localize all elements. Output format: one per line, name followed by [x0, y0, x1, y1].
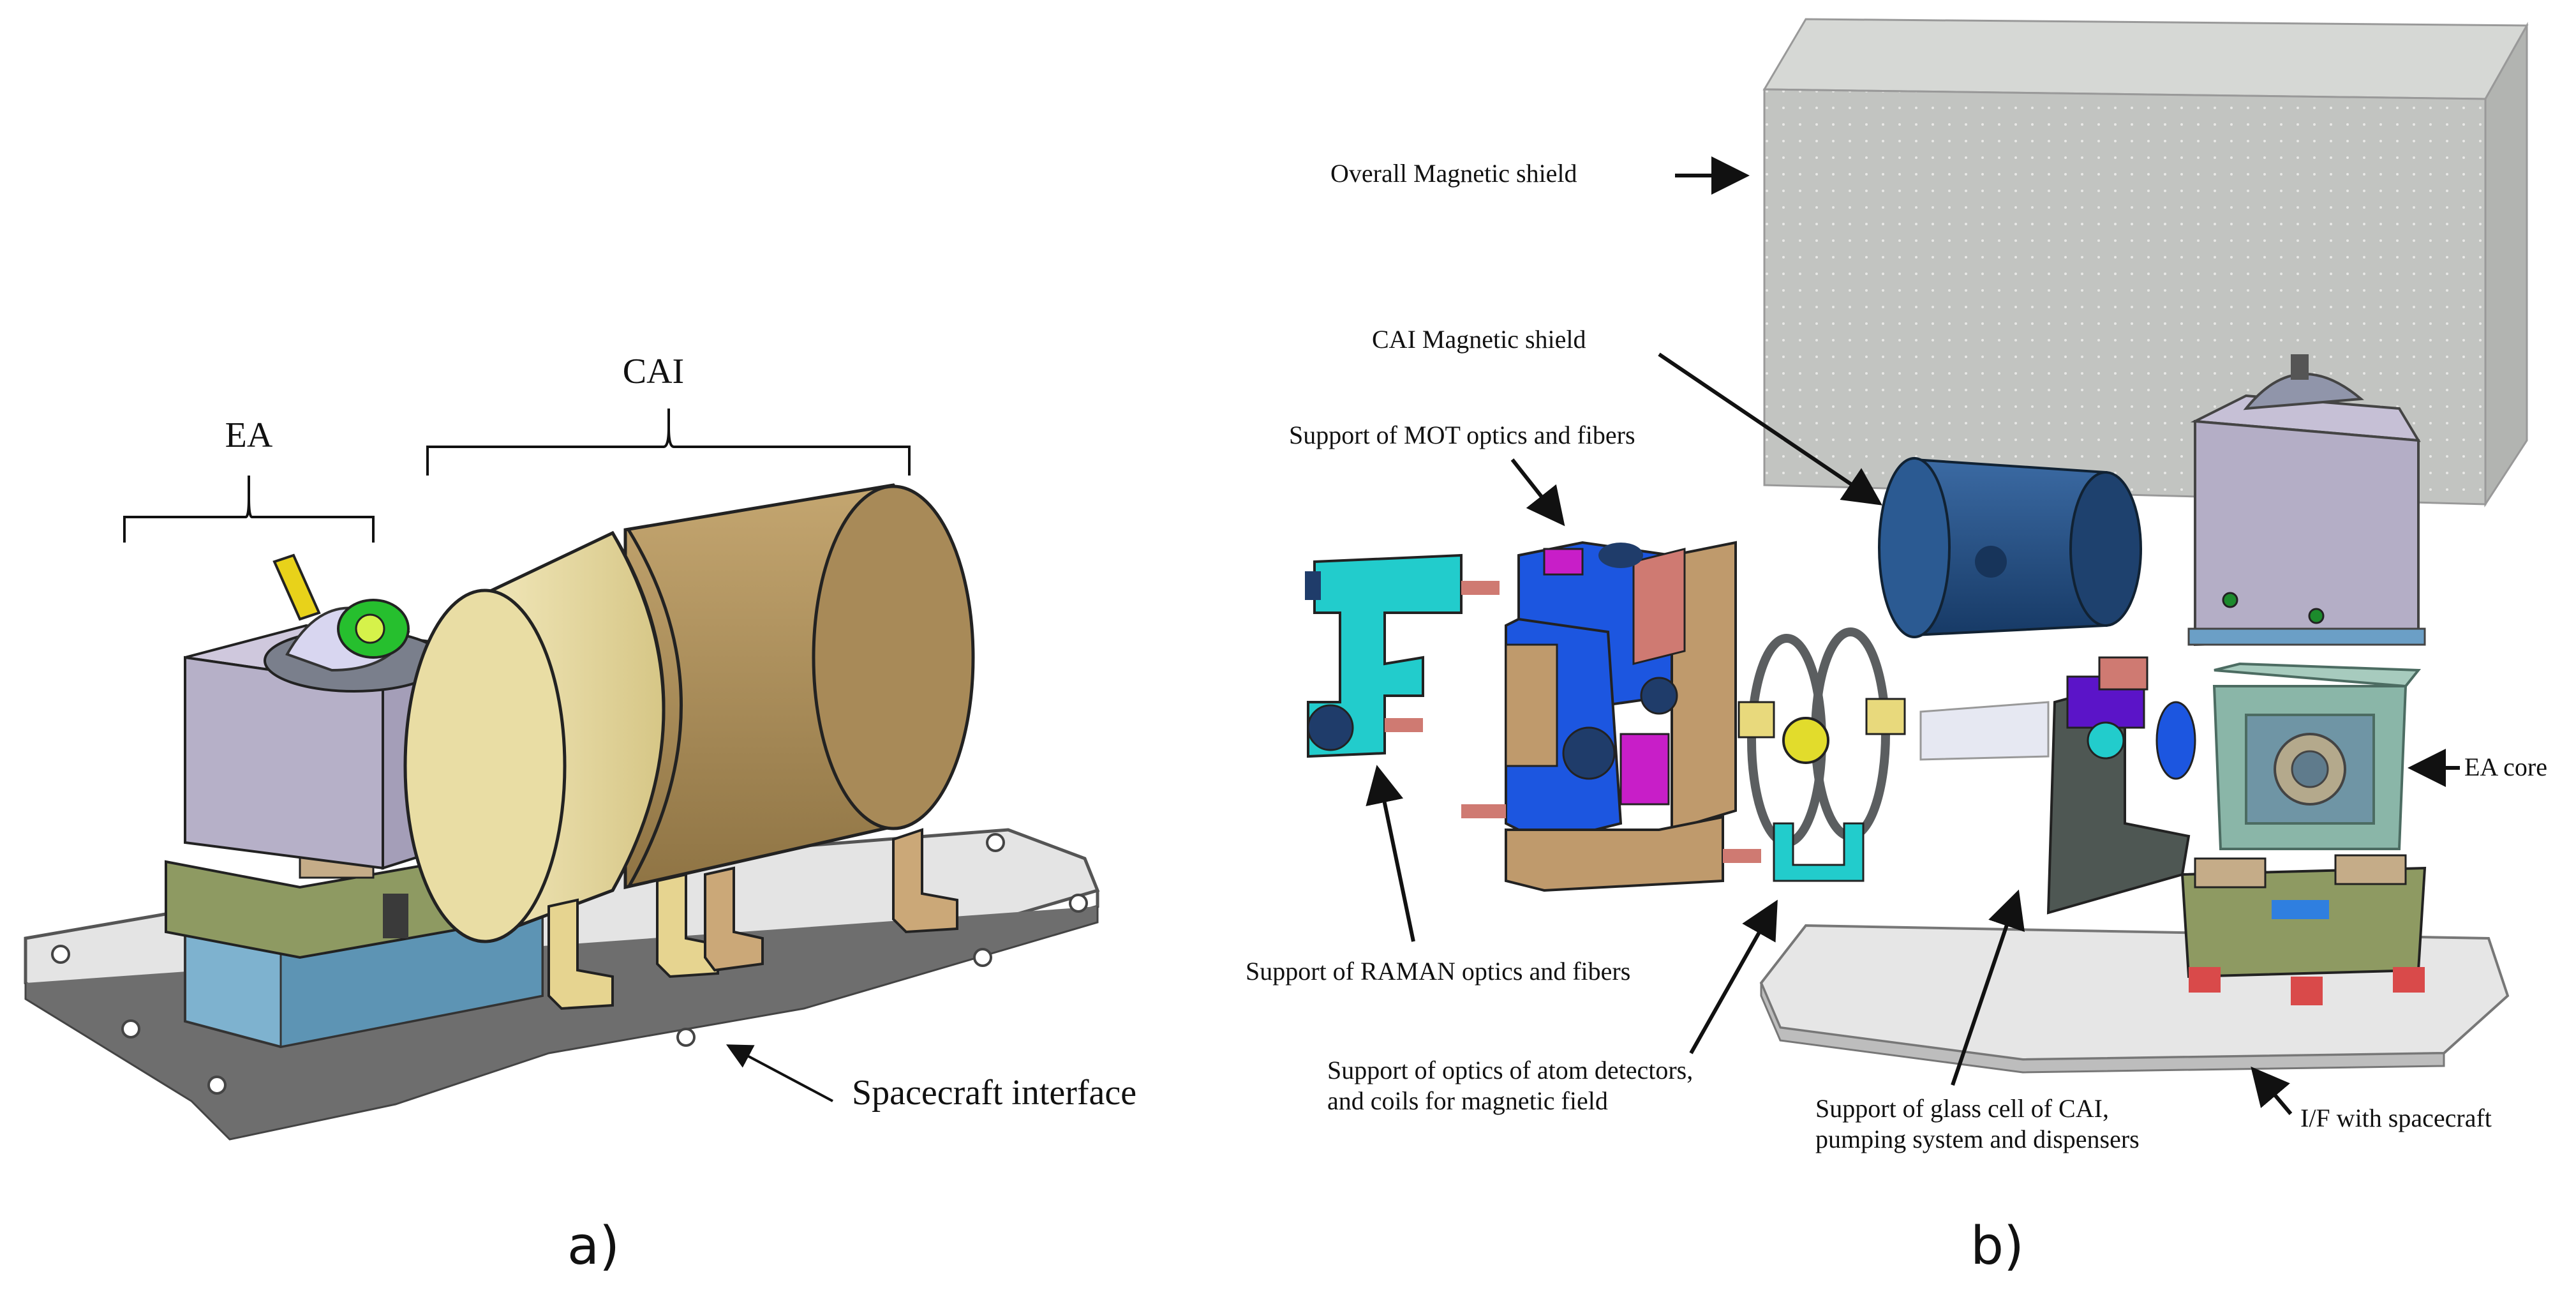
cai-magnetic-shield — [1878, 457, 2142, 638]
spacecraft-interface-label: Spacecraft interface — [852, 1073, 1136, 1113]
glass-cell-label-line2: pumping system and dispensers — [1815, 1125, 2140, 1153]
cai-cylinder — [403, 483, 975, 1010]
ea-core-label: EA core — [2464, 753, 2547, 781]
mot-support-arrow — [1510, 458, 1565, 527]
raman-support-arrow — [1366, 765, 1415, 942]
mot-support-label: Support of MOT optics and fibers — [1289, 421, 1635, 449]
cai-shield-label: CAI Magnetic shield — [1372, 325, 1586, 354]
cai-shield-arrow — [1658, 352, 1882, 506]
ea-brace — [123, 476, 375, 543]
panel-b: Overall Magnetic shield CAI Magnetic shi… — [1246, 18, 2547, 1277]
ea-core — [2212, 662, 2422, 850]
atom-detector-label-line2: and coils for magnetic field — [1327, 1086, 1608, 1115]
glass-cell-label-line1: Support of glass cell of CAI, — [1815, 1094, 2109, 1123]
mot-optics-support — [1505, 541, 1737, 892]
glass-cell-support — [1919, 656, 2196, 915]
cai-label: CAI — [623, 352, 684, 391]
raman-support-label: Support of RAMAN optics and fibers — [1246, 957, 1630, 986]
if-spacecraft-arrow — [2251, 1066, 2293, 1115]
panel-a-caption: a) — [567, 1216, 620, 1277]
raman-optics-support — [1305, 553, 1761, 863]
glass-cell-arrow — [1951, 889, 2025, 1086]
atom-detector-coils — [1738, 627, 1906, 882]
ea-electronics-b — [2180, 854, 2427, 1005]
atom-detector-label-line1: Support of optics of atom detectors, — [1327, 1056, 1693, 1084]
if-spacecraft-label: I/F with spacecraft — [2300, 1104, 2492, 1132]
panel-b-caption: b) — [1970, 1216, 2024, 1277]
ea-box-b — [2187, 354, 2426, 647]
ea-label: EA — [225, 416, 273, 455]
cai-brace — [426, 409, 911, 476]
spacecraft-interface-arrow — [726, 1044, 833, 1102]
panel-a: EA CAI Spacecraft interface a) — [24, 352, 1136, 1277]
overall-shield-label: Overall Magnetic shield — [1330, 159, 1577, 188]
atom-detector-arrow — [1689, 899, 1778, 1054]
